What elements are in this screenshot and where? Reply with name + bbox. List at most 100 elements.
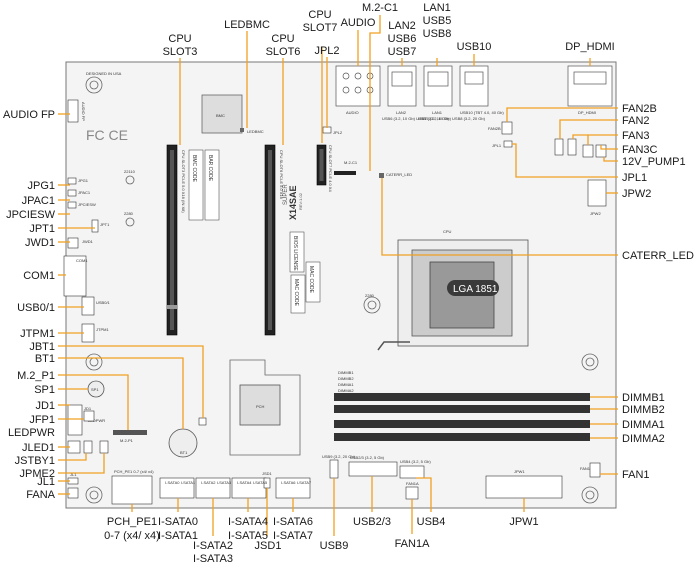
callout-usb10: USB10 xyxy=(457,41,492,53)
cpu-slot3-pcie: CPU SLOT3 PCI-E 5.0 X16 (IN X8) xyxy=(166,144,186,336)
svg-text:DP_HDMI: DP_HDMI xyxy=(578,110,596,115)
svg-text:BT1: BT1 xyxy=(180,450,188,455)
callout-ledbmc: LEDBMC xyxy=(224,19,270,31)
callout-dimma1: DIMMA1 xyxy=(622,419,665,431)
svg-text:AUDIO: AUDIO xyxy=(346,110,359,115)
svg-text:USB2/3 (3.2, 5 Gb): USB2/3 (3.2, 5 Gb) xyxy=(350,455,385,460)
svg-text:X14SAE: X14SAE xyxy=(288,185,298,220)
svg-text:SP1: SP1 xyxy=(91,387,99,392)
caterr-led xyxy=(379,173,384,178)
callout-fan3c: FAN3C xyxy=(622,144,658,156)
callout-usb23: USB2/3 xyxy=(353,516,391,528)
callout-jtpm1: JTPM1 xyxy=(20,328,55,340)
svg-text:JPW1: JPW1 xyxy=(514,469,525,474)
svg-text:MAC CODE: MAC CODE xyxy=(293,279,299,307)
callout-dp-hdmi: DP_HDMI xyxy=(565,41,615,53)
bottom-connectors xyxy=(111,459,601,505)
svg-text:USB9 (3.2, 20 Gb): USB9 (3.2, 20 Gb) xyxy=(322,454,356,459)
callout-isata23-line1: I-SATA2 xyxy=(193,540,233,552)
callout-audio: AUDIO xyxy=(341,17,376,29)
svg-text:JD1: JD1 xyxy=(84,406,92,411)
svg-text:USB5 (3.2, 10 Gb) USB8 (3.2, 2: USB5 (3.2, 10 Gb) USB8 (3.2, 20 Gb) xyxy=(418,116,486,121)
callout-jpl1: JPL1 xyxy=(622,172,647,184)
svg-text:LEDBMC: LEDBMC xyxy=(247,129,264,134)
svg-text:LEDPWR: LEDPWR xyxy=(88,418,105,423)
svg-text:CPU SLOT7 PCI-E 4.0 X4: CPU SLOT7 PCI-E 4.0 X4 xyxy=(328,145,333,192)
svg-text:LAN1: LAN1 xyxy=(432,110,443,115)
svg-text:BIOS LICENSE: BIOS LICENSE xyxy=(292,236,298,271)
svg-text:JPL2: JPL2 xyxy=(333,130,343,135)
callout-cpu-slot7-line2: SLOT7 xyxy=(303,22,338,34)
callout-m2-p1: M.2_P1 xyxy=(17,370,55,382)
svg-text:2280: 2280 xyxy=(124,211,134,216)
svg-text:JPCIESW: JPCIESW xyxy=(78,202,96,207)
callout-cpu-slot6-line2: SLOT6 xyxy=(266,46,301,58)
callout-jpw2: JPW2 xyxy=(622,188,651,200)
callout-fan2b: FAN2B xyxy=(622,103,657,115)
callout-pch-pe1-line2: 0-7 (x4/ x4) xyxy=(104,530,160,542)
svg-text:USB0/1: USB0/1 xyxy=(96,300,111,305)
callout-lan2-line2: USB6 xyxy=(388,33,417,45)
callout-bt1: BT1 xyxy=(35,353,55,365)
svg-text:FAN1: FAN1 xyxy=(580,466,591,471)
callout-labels: CPU SLOT3 LEDBMC CPU SLOT6 CPU SLOT7 JPL… xyxy=(3,2,694,565)
callout-12v-pump1: 12V_PUMP1 xyxy=(622,156,686,168)
callout-dimmb2: DIMMB2 xyxy=(622,404,665,416)
callout-isata67-line1: I-SATA6 xyxy=(273,516,313,528)
svg-text:CATERR_LED: CATERR_LED xyxy=(386,172,412,177)
svg-text:SUPER: SUPER xyxy=(283,184,289,205)
callout-dimmb1: DIMMB1 xyxy=(622,392,665,404)
callout-lan2-line1: LAN2 xyxy=(388,20,416,32)
callout-isata01-line2: I-SATA1 xyxy=(158,530,198,542)
callout-jpg1: JPG1 xyxy=(27,180,55,192)
cpu-slot6-pcie: CPU SLOT6 PCI-E 5.0 X16 xyxy=(264,144,284,336)
svg-text:DIMMA1: DIMMA1 xyxy=(338,382,354,387)
mounting-holes xyxy=(85,76,599,504)
motherboard-outline xyxy=(65,61,617,509)
callout-cpu-slot6-line1: CPU xyxy=(271,33,294,45)
svg-text:USB4 (3.2, 5 Gb): USB4 (3.2, 5 Gb) xyxy=(400,459,431,464)
callout-usb9: USB9 xyxy=(320,540,349,552)
callout-lan1-line2: USB5 xyxy=(423,15,452,27)
svg-text:JPL1: JPL1 xyxy=(492,143,502,148)
callout-fana: FANA xyxy=(26,489,55,501)
callout-lan2-line3: USB7 xyxy=(388,46,417,58)
callout-sp1: SP1 xyxy=(34,384,55,396)
callout-fan3: FAN3 xyxy=(622,130,650,142)
callout-jl1: JL1 xyxy=(37,476,55,488)
cpu-slot7-pcie: CPU SLOT7 PCI-E 4.0 X4 xyxy=(316,144,333,192)
callout-jstby1: JSTBY1 xyxy=(15,455,55,467)
svg-text:USB10 (TBT 4.0, 40 Gb): USB10 (TBT 4.0, 40 Gb) xyxy=(460,110,504,115)
svg-text:22110: 22110 xyxy=(124,169,136,174)
svg-text:DIMMB1: DIMMB1 xyxy=(338,370,354,375)
svg-text:BMC: BMC xyxy=(216,113,225,118)
callout-fan1a: FAN1A xyxy=(395,538,431,550)
callout-ledpwr: LEDPWR xyxy=(8,427,55,439)
svg-text:I-SATA0 I-SATA1: I-SATA0 I-SATA1 xyxy=(165,480,196,485)
callout-audio-fp: AUDIO FP xyxy=(3,109,55,121)
callout-isata01-line1: I-SATA0 xyxy=(158,516,198,528)
cpu-socket: CPU LGA 1851 xyxy=(377,229,529,351)
callout-jpciesw: JPCIESW xyxy=(6,209,56,221)
callout-isata23-line2: I-SATA3 xyxy=(193,553,233,565)
fcc-ce-logo: FC CE xyxy=(86,127,128,143)
svg-text:BAR CODE: BAR CODE xyxy=(207,155,213,182)
svg-text:PCH: PCH xyxy=(256,404,265,409)
callout-cpu-slot3-line2: SLOT3 xyxy=(163,46,198,58)
svg-text:COM1: COM1 xyxy=(76,258,88,263)
callout-usb4: USB4 xyxy=(417,516,446,528)
callout-cpu-slot3-line1: CPU xyxy=(168,33,191,45)
callout-isata67-line2: I-SATA7 xyxy=(273,530,313,542)
svg-text:I-SATA2 I-SATA3: I-SATA2 I-SATA3 xyxy=(201,480,232,485)
svg-text:DIMMA2: DIMMA2 xyxy=(338,388,354,393)
callout-fan2: FAN2 xyxy=(622,115,650,127)
callout-jpme2: JPME2 xyxy=(20,468,55,480)
svg-text:I-SATA6 I-SATA7: I-SATA6 I-SATA7 xyxy=(281,480,312,485)
svg-text:JPG1: JPG1 xyxy=(78,178,89,183)
bmc-chip xyxy=(201,94,243,134)
callout-pch-pe1-line1: PCH_PE1 xyxy=(107,516,157,528)
dimm-slots: DIMMB1 DIMMB2 DIMMA1 DIMMA2 xyxy=(334,370,590,441)
pch-chip: PCH xyxy=(229,359,301,456)
svg-text:REV:1.02: REV:1.02 xyxy=(298,192,303,210)
